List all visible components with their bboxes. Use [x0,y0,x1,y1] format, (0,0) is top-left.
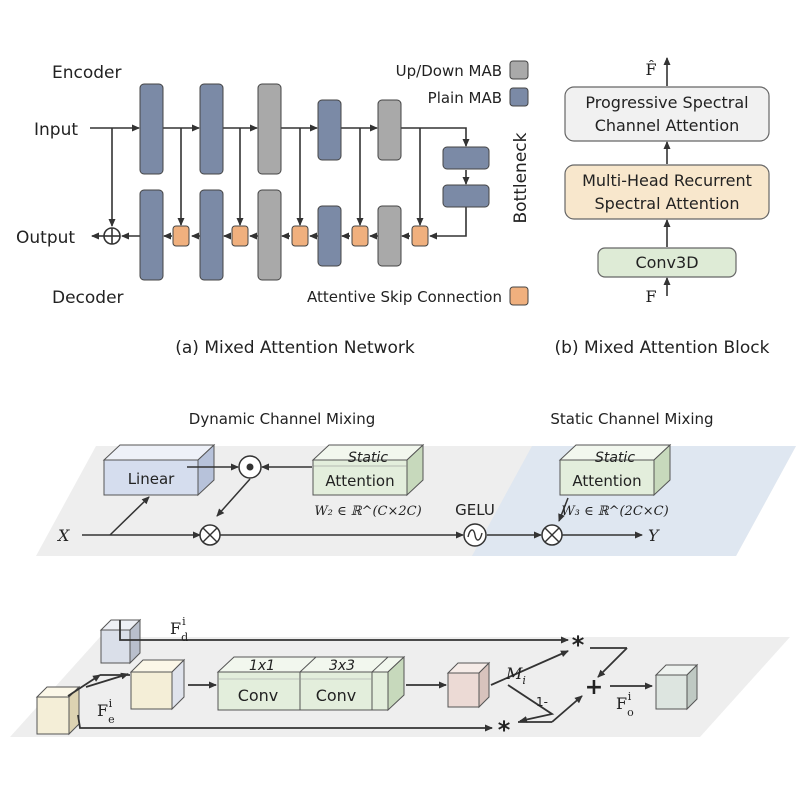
conv3d-block [597,247,737,278]
static-title: Static Channel Mixing [550,410,713,428]
output-label: Output [16,228,75,248]
skip-connection-flow [67,620,653,732]
static-attention-box-1 [311,443,425,497]
static-label-1: Static [348,450,388,466]
psca-block [564,86,770,142]
psca-line1: Progressive Spectral [585,93,748,112]
output-feature-cube [654,663,699,711]
multiply-node-1 [199,524,221,546]
psca-line2: Channel Attention [595,116,740,135]
encoder-label: Encoder [52,63,122,83]
caption-b: (b) Mixed Attention Block [555,338,770,358]
mhrsa-line1: Multi-Head Recurrent [582,171,752,190]
decoder-mab-2 [199,189,224,281]
linear-box [102,443,216,497]
input-label: Input [34,120,78,140]
sum-node [103,227,121,245]
skip-connection-4 [351,225,369,247]
skip-connection-5 [411,225,429,247]
elementwise-product-node [238,455,262,479]
encoder-mab-1 [139,83,164,175]
conv3-top-label: 3x3 [329,658,355,674]
fe-label: Fei [97,697,115,726]
conv1-bottom-label: Conv [238,686,279,705]
concat-feature-cube [129,658,186,711]
legend-plain-label: Plain MAB [428,89,502,107]
decoder-mab-1 [139,189,164,281]
mask-label: Mi [505,664,526,687]
linear-label: Linear [128,470,175,488]
bottleneck-label: Bottleneck [511,132,531,223]
gelu-label: GELU [455,501,495,519]
encoder-mab-2 [199,83,224,175]
conv1-top-label: 1x1 [249,658,275,674]
encoder-mab-3 [257,83,282,175]
legend-updown-swatch [509,60,529,80]
static-label-2: Static [595,450,635,466]
fo-label: Foi [616,690,634,719]
conv-stack [216,655,406,712]
legend-updown-label: Up/Down MAB [396,62,502,80]
gelu-node [463,523,487,547]
bottleneck-mab-2 [442,184,490,208]
plus-sign: + [585,675,603,700]
legend-skip-label: Attentive Skip Connection [307,288,502,306]
static-attention-box-2 [558,443,672,497]
mixed-attention-network [90,124,470,240]
w3-label: W₃ ∈ ℝ^(2C×C) [561,504,668,519]
w2-label: W₂ ∈ ℝ^(C×2C) [314,504,421,519]
f-hat-label: F̂ [645,60,656,79]
one-minus-label: 1- [536,695,548,709]
dynamic-title: Dynamic Channel Mixing [189,410,375,428]
conv3-bottom-label: Conv [316,686,357,705]
channel-mixing-flow [82,463,643,539]
decoder-mab-4 [317,205,342,267]
conv3d-label: Conv3D [635,253,698,272]
attention-label-1: Attention [325,472,394,490]
decoder-mab-3 [257,189,282,281]
star-top: * [572,631,585,659]
legend-plain-swatch [509,87,529,107]
skip-connection-3 [291,225,309,247]
legend-skip-swatch [509,286,529,306]
mhrsa-line2: Spectral Attention [595,194,740,213]
decoder-label: Decoder [52,288,124,308]
y-label: Y [648,526,660,545]
star-bottom: * [498,716,511,744]
encoder-mab-5 [377,99,402,161]
mhrsa-block [564,164,770,220]
skip-connection-1 [172,225,190,247]
encoder-feature-cube [35,685,81,736]
mask-cube [446,661,491,709]
encoder-mab-4 [317,99,342,161]
x-label: X [56,526,70,545]
bottleneck-mab-1 [442,146,490,170]
fd-label: Fdi [170,615,188,644]
f-in-label: F [645,287,656,306]
attention-label-2: Attention [572,472,641,490]
caption-a: (a) Mixed Attention Network [175,338,415,358]
decoder-mab-5 [377,205,402,267]
skip-connection-2 [231,225,249,247]
multiply-node-2 [541,524,563,546]
